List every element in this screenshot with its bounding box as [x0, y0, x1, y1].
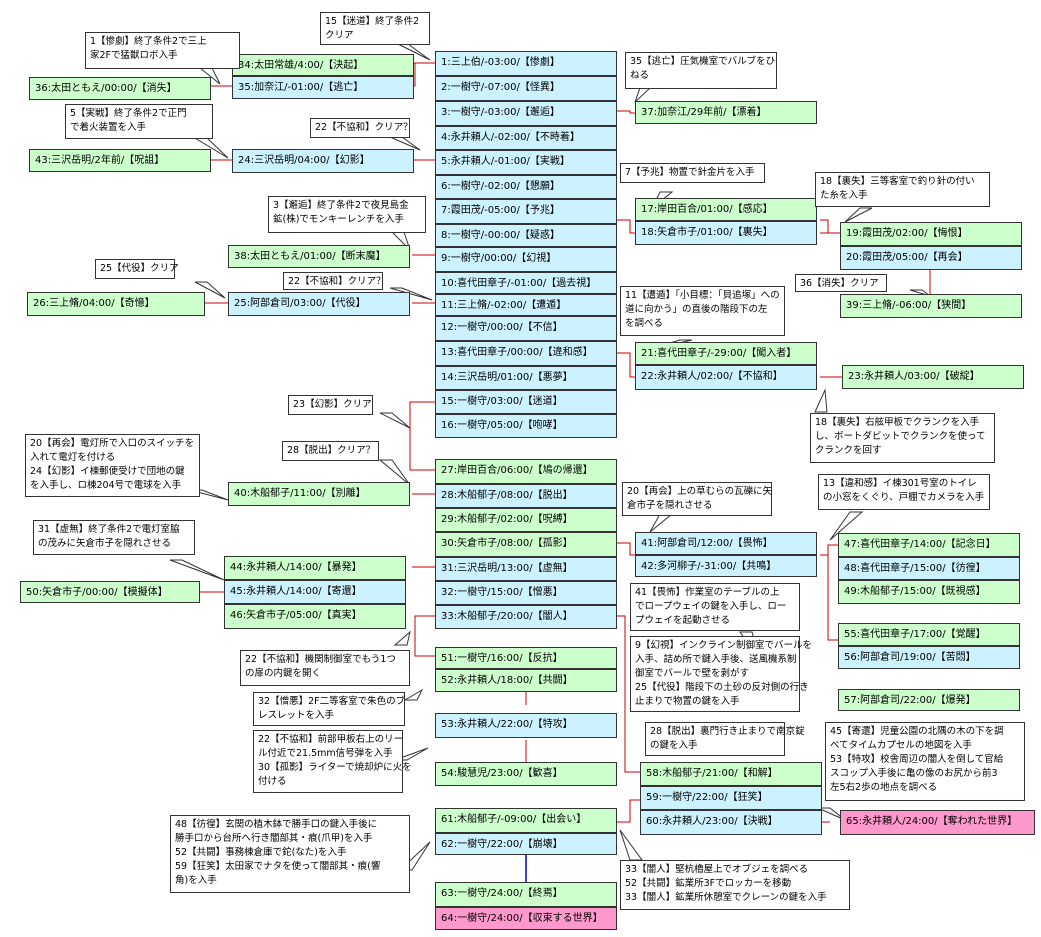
node-4[interactable]: 4:永井頼人/-02:00/【不時着】	[435, 126, 617, 150]
node-28[interactable]: 28:木船郁子/08:00/【脱出】	[435, 484, 617, 508]
note-1: 1【惨劇】終了条件2で三上 家2Fで猛獣ロボ入手	[85, 32, 240, 69]
note-33-52: 33【闇人】堅杭櫓屋上でオブジェを調べる 52【共闘】鉱業所3Fでロッカーを移動…	[620, 860, 850, 910]
node-9[interactable]: 9:一樹守/00:00/【幻視】	[435, 247, 617, 272]
note-35: 35【逃亡】圧気機室でバルブをひ ねる	[625, 52, 777, 89]
node-53[interactable]: 53:永井頼人/22:00/【特攻】	[435, 713, 617, 738]
node-5[interactable]: 5:永井頼人/-01:00/【実戦】	[435, 150, 617, 175]
note-7: 7【予兆】物置で針金片を入手	[620, 163, 765, 183]
node-26[interactable]: 26:三上脩/04:00/【奇憶】	[27, 292, 205, 316]
node-47[interactable]: 47:喜代田章子/14:00/【記念日】	[838, 533, 1020, 557]
node-29[interactable]: 29:木船郁子/02:00/【呪縛】	[435, 508, 617, 532]
note-31: 31【虚無】終了条件2で電灯室脇 の茂みに矢倉市子を隠れさせる	[33, 520, 195, 555]
node-46[interactable]: 46:矢倉市子/05:00/【真実】	[224, 604, 406, 629]
node-38[interactable]: 38:太田ともえ/01:00/【断末魔】	[228, 245, 410, 268]
node-58[interactable]: 58:木船郁子/21:00/【和解】	[640, 762, 822, 786]
note-28-clear: 28【脱出】クリア？	[282, 441, 379, 461]
note-9-25: 9【幻視】インクライン制御室でバールを 入手、詰め所で鍵入手後、送風機系制 御室…	[630, 636, 812, 712]
node-40[interactable]: 40:木船郁子/11:00/【別離】	[228, 482, 410, 506]
node-56[interactable]: 56:阿部倉司/19:00/【苦悶】	[838, 646, 1020, 669]
note-41: 41【畏怖】作業室のテーブルの上 でロープウェイの鍵を入手し、ロー プウェイを起…	[630, 583, 800, 631]
note-45-53: 45【寄還】児童公園の北隅の木の下を調 べてタイムカプセルの地図を入手 53【特…	[825, 722, 1025, 801]
note-32: 32【憎悪】2F二等客室で朱色のブ レスレットを入手	[253, 692, 405, 726]
node-63[interactable]: 63:一樹守/24:00/【終焉】	[435, 882, 617, 907]
node-24[interactable]: 24:三沢岳明/04:00/【幻影】	[232, 149, 414, 173]
node-13[interactable]: 13:喜代田章子/00:00/【違和感】	[435, 341, 617, 366]
node-57[interactable]: 57:阿部倉司/22:00/【爆発】	[838, 689, 1020, 711]
node-6[interactable]: 6:一樹守/-02:00/【懇願】	[435, 175, 617, 199]
node-60[interactable]: 60:永井頼人/23:00/【決戦】	[640, 810, 822, 835]
node-2[interactable]: 2:一樹守/-07:00/【怪異】	[435, 76, 617, 101]
node-3[interactable]: 3:一樹守/-03:00/【邂逅】	[435, 101, 617, 126]
node-16[interactable]: 16:一樹守/05:00/【咆哮】	[435, 414, 617, 438]
node-14[interactable]: 14:三沢岳明/01:00/【悪夢】	[435, 366, 617, 390]
node-37[interactable]: 37:加奈江/29年前/【漂着】	[635, 101, 817, 124]
node-41[interactable]: 41:阿部倉司/12:00/【畏怖】	[635, 532, 817, 555]
node-55[interactable]: 55:喜代田章子/17:00/【覚醒】	[838, 623, 1020, 646]
note-20-24: 20【再会】電灯所で入口のスイッチを 入れて電灯を付ける 24【幻影】イ棟郵便受…	[25, 434, 200, 497]
node-33[interactable]: 33:木船郁子/20:00/【闇人】	[435, 605, 617, 629]
node-32[interactable]: 32:一樹守/15:00/【憎悪】	[435, 581, 617, 605]
node-59[interactable]: 59:一樹守/22:00/【狂笑】	[640, 786, 822, 810]
node-49[interactable]: 49:木船郁子/15:00/【既視感】	[838, 580, 1020, 604]
node-52[interactable]: 52:永井頼人/18:00/【共闘】	[435, 669, 617, 692]
node-35[interactable]: 35:加奈江/-01:00/【逃亡】	[232, 76, 414, 99]
node-10[interactable]: 10:喜代田章子/-01:00/【過去視】	[435, 272, 617, 294]
node-20[interactable]: 20:霞田茂/05:00/【再会】	[840, 246, 1022, 270]
node-30[interactable]: 30:矢倉市子/08:00/【孤影】	[435, 532, 617, 557]
node-19[interactable]: 19:霞田茂/02:00/【悔恨】	[840, 222, 1022, 246]
note-36-clear: 36【消失】クリア	[795, 274, 887, 292]
node-11[interactable]: 11:三上脩/-02:00/【遭遁】	[435, 294, 617, 316]
note-13: 13【違和感】イ棟301号室のトイレ の小窓をくぐり、戸棚でカメラを入手	[818, 474, 990, 510]
node-25[interactable]: 25:阿部倉司/03:00/【代役】	[228, 292, 410, 316]
note-11: 11【遭遁】「小目標：「貝追塚」への 道に向かう」の直後の階段下の左 を調べる	[620, 286, 785, 336]
node-27[interactable]: 27:岸田百合/06:00/【鳩の帰還】	[435, 459, 617, 484]
node-61[interactable]: 61:木船郁子/-09:00/【出会い】	[435, 808, 617, 833]
note-48-52-59: 48【彷徨】玄関の植木鉢で勝手口の鍵入手後に 勝手口から台所へ行き闇部其・痕(爪…	[170, 815, 410, 893]
note-22-clear-b: 22【不協和】クリア？	[283, 272, 386, 290]
node-18[interactable]: 18:矢倉市子/01:00/【裏失】	[635, 221, 817, 245]
note-20-b: 20【再会】上の草むらの瓦礫に矢 倉市子を隠れさせる	[622, 482, 772, 516]
note-25-clear: 25【代役】クリア	[95, 259, 179, 279]
node-65[interactable]: 65:永井頼人/24:00/【奪われた世界】	[840, 810, 1035, 835]
note-15-clear: 15【迷道】終了条件2 クリア	[320, 12, 430, 45]
note-18-a: 18【裏失】三等客室で釣り針の付い た糸を入手	[815, 172, 990, 207]
note-5: 5【実戦】終了条件2で正門 で着火装置を入手	[65, 104, 213, 139]
node-7[interactable]: 7:霞田茂/-05:00/【予兆】	[435, 199, 617, 224]
node-50[interactable]: 50:矢倉市子/00:00/【模擬体】	[20, 581, 200, 603]
node-48[interactable]: 48:喜代田章子/15:00/【彷徨】	[838, 557, 1020, 580]
node-42[interactable]: 42:多河柳子/-31:00/【共鳴】	[635, 555, 817, 577]
node-17[interactable]: 17:岸田百合/01:00/【感応】	[635, 198, 817, 221]
node-36[interactable]: 36:太田ともえ/00:00/【消失】	[29, 77, 211, 100]
note-28-b: 28【脱出】裏門行き止まりで南京錠 の鍵を入手	[645, 722, 805, 756]
node-51[interactable]: 51:一樹守/16:00/【反抗】	[435, 647, 617, 669]
node-21[interactable]: 21:喜代田章子/-29:00/【闖入者】	[635, 342, 817, 365]
note-22-clear-a: 22【不協和】クリア？	[310, 118, 413, 138]
node-22[interactable]: 22:永井頼人/02:00/【不協和】	[635, 365, 817, 390]
node-1[interactable]: 1:三上伯/-03:00/【惨劇】	[435, 51, 617, 76]
node-45[interactable]: 45:永井頼人/14:00/【寄還】	[224, 580, 406, 604]
node-23[interactable]: 23:永井頼人/03:00/【破綻】	[842, 365, 1024, 389]
node-39[interactable]: 39:三上脩/-06:00/【狭間】	[840, 294, 1022, 318]
note-22-c: 22【不協和】機関制御室でもう1つ の扉の内鍵を開く	[240, 650, 410, 686]
note-23-clear: 23【幻影】クリア	[288, 395, 373, 415]
node-31[interactable]: 31:三沢岳明/13:00/【虚無】	[435, 557, 617, 581]
note-18-b: 18【裏失】右舷甲板でクランクを入手 し、ボートダビットでクランクを使って クラ…	[810, 413, 995, 463]
note-3: 3【邂逅】終了条件2で夜見島金 鉱(株)でモンキーレンチを入手	[268, 196, 426, 233]
node-43[interactable]: 43:三沢岳明/2年前/【呪詛】	[29, 149, 211, 172]
note-22-d-30: 22【不協和】前部甲板右上のリー ル付近で21.5mm信号弾を入手 30【孤影】…	[253, 730, 412, 793]
node-8[interactable]: 8:一樹守/-00:00/【疑惑】	[435, 224, 617, 247]
node-44[interactable]: 44:永井頼人/14:00/【暴発】	[224, 556, 406, 580]
node-12[interactable]: 12:一樹守/00:00/【不信】	[435, 316, 617, 341]
node-34[interactable]: 34:太田常雄/4:00/【決起】	[232, 54, 414, 76]
node-62[interactable]: 62:一樹守/22:00/【崩壊】	[435, 833, 617, 855]
node-15[interactable]: 15:一樹守/03:00/【迷道】	[435, 390, 617, 414]
node-64[interactable]: 64:一樹守/24:00/【収束する世界】	[435, 907, 617, 930]
node-54[interactable]: 54:駿慧児/23:00/【歓喜】	[435, 762, 617, 786]
